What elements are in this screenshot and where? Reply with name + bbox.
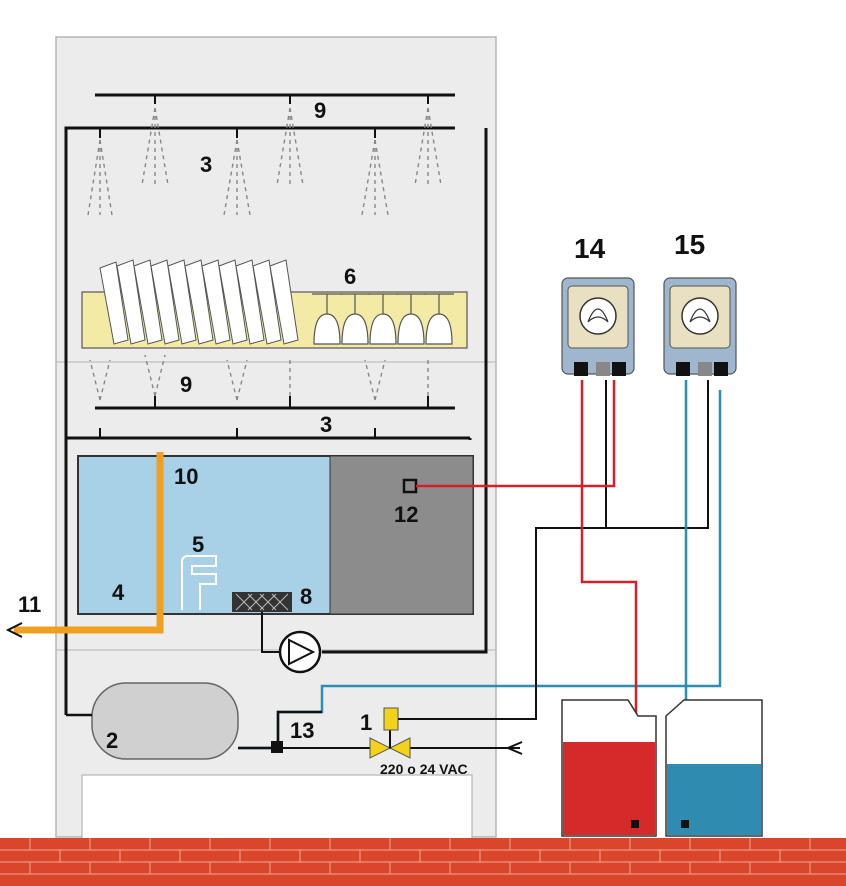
pump-suction <box>261 612 280 653</box>
solenoid-coil <box>383 707 399 731</box>
brick-floor <box>0 838 846 886</box>
detergent-line <box>416 380 638 826</box>
label-5: 5 <box>192 532 204 557</box>
detergent-tank <box>561 699 657 837</box>
spray-jets-upper <box>87 107 442 216</box>
inlet-arrow-icon <box>505 741 523 755</box>
supply-loop <box>64 126 472 715</box>
label-9-lower: 9 <box>180 372 192 397</box>
plates <box>99 259 299 345</box>
boiler-feed <box>66 710 322 750</box>
rinse-pump <box>663 277 737 376</box>
spray-arm-upper <box>95 93 455 138</box>
return-line <box>322 128 488 654</box>
detergent-pump <box>561 277 635 376</box>
pump-arrow-icon <box>288 638 316 666</box>
junction-13 <box>271 741 283 753</box>
filter <box>232 592 292 612</box>
label-11: 11 <box>18 592 41 617</box>
cabinet-base <box>81 774 473 840</box>
filter-mesh <box>235 593 289 611</box>
label-2: 2 <box>106 728 118 753</box>
label-9-upper: 9 <box>314 98 326 123</box>
glasses <box>312 293 454 345</box>
label-10: 10 <box>174 464 198 489</box>
tank-dark-section <box>329 455 474 615</box>
label-1: 1 <box>360 710 372 735</box>
label-3-lower: 3 <box>320 412 332 437</box>
voltage-label: 220 o 24 VAC <box>380 761 468 777</box>
label-4: 4 <box>112 580 125 605</box>
heater <box>181 555 217 610</box>
label-14: 14 <box>574 233 606 264</box>
label-8: 8 <box>300 584 312 609</box>
pump-wire-15 <box>606 380 709 529</box>
label-3-upper: 3 <box>200 152 212 177</box>
overflow-pipe <box>14 452 164 634</box>
label-12: 12 <box>394 502 418 527</box>
solenoid-wire <box>398 380 607 720</box>
boiler <box>91 682 239 760</box>
spray-jets-lower <box>89 354 429 401</box>
label-13: 13 <box>290 718 314 743</box>
label-6: 6 <box>344 264 356 289</box>
label-15: 15 <box>674 229 705 260</box>
rinse-tank <box>665 699 763 837</box>
spray-arm-lower <box>95 396 455 438</box>
drain-arrow-icon <box>5 622 23 638</box>
